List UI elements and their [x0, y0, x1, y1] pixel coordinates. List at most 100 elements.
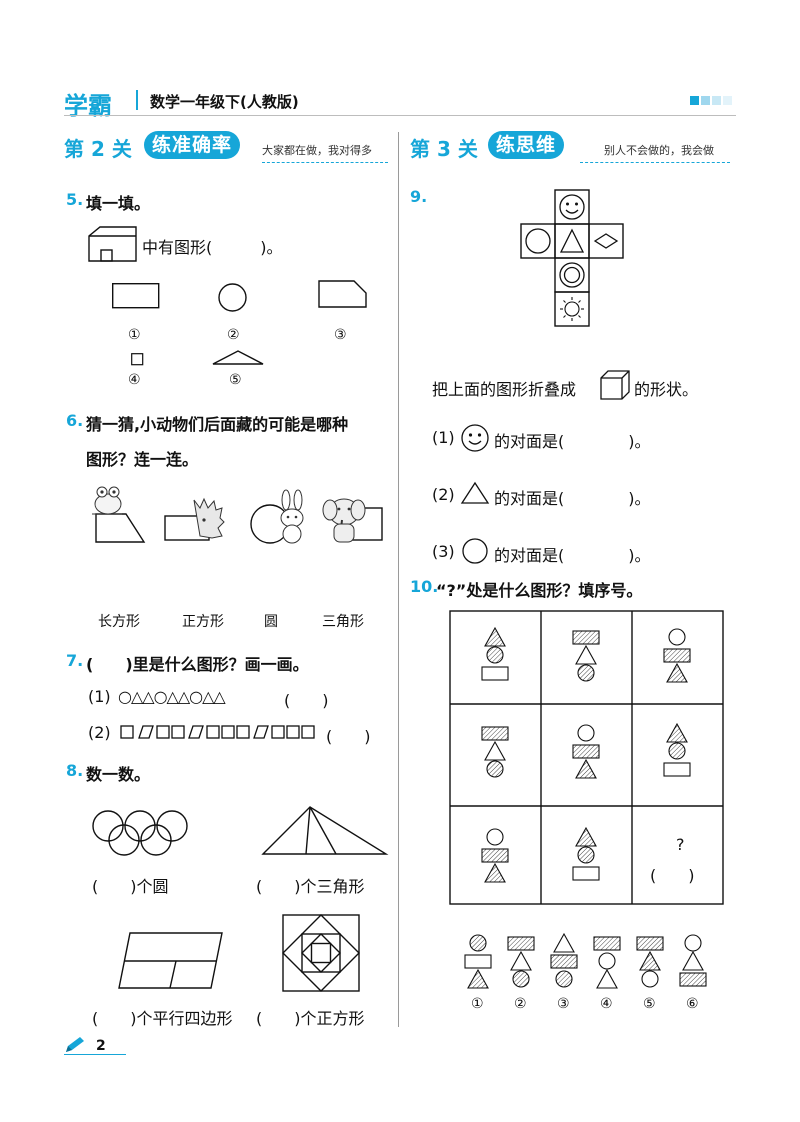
triangle-shape: [467, 968, 489, 989]
circle-shape: [218, 283, 247, 312]
frog-trapezoid: [92, 486, 146, 543]
q7-row1-blank[interactable]: ( ): [284, 691, 329, 710]
q10-option-label-6: ⑥: [686, 996, 699, 1012]
cube-net: [520, 189, 624, 327]
circle-shape: [469, 934, 487, 952]
circle-shape: [641, 970, 659, 988]
triangle-shape: [484, 862, 506, 883]
q6-title-line1: 猜一猜,小动物们后面藏的可能是哪种: [86, 415, 349, 434]
q7-row2-blank[interactable]: ( ): [326, 727, 371, 746]
q10-number: 10.: [410, 577, 439, 596]
q10-answer-blank[interactable]: ( ): [650, 866, 695, 885]
q7-row2-sequence: [120, 725, 315, 739]
q9-item2-text[interactable]: 的对面是( )。: [494, 489, 651, 508]
pencil-icon: [66, 1037, 84, 1052]
header-rule: [64, 115, 736, 116]
option-circle: 圆: [264, 614, 278, 630]
option-triangle: 三角形: [322, 614, 364, 630]
triangle-shape: [575, 758, 597, 779]
triangle-shape: [553, 932, 575, 953]
rectangle-shape: [481, 726, 509, 741]
circle-shape: [512, 970, 530, 988]
diamond-face-icon: [593, 233, 619, 249]
q7-row2-label: (2): [88, 723, 111, 742]
rectangle-shape: [550, 954, 578, 969]
q8-answer-squares[interactable]: ( )个正方形: [256, 1009, 365, 1028]
double-circle-face-icon: [559, 262, 585, 288]
nested-squares-figure: [282, 914, 360, 992]
q7-title: ( )里是什么图形？画一画。: [86, 655, 309, 674]
q5-label-3: ③: [334, 327, 347, 343]
rectangle-shape: [593, 936, 621, 951]
q5-title: 填一填。: [86, 194, 151, 213]
flat-triangle-shape: [212, 350, 264, 365]
circle-shape: [577, 724, 595, 742]
triangle-shape: [575, 644, 597, 665]
circle-shape: [668, 628, 686, 646]
q8-answer-circles[interactable]: ( )个圆: [92, 877, 169, 896]
circle-shape: [577, 664, 595, 682]
triangle-shape: [484, 740, 506, 761]
header-square: [723, 96, 732, 105]
rectangle-shape: [111, 282, 160, 309]
column-divider: [398, 132, 399, 1027]
rectangle-shape: [679, 972, 707, 987]
q8-answer-parallelograms[interactable]: ( )个平行四边形: [92, 1009, 233, 1028]
triangle-figure: [261, 806, 389, 855]
smiley-icon: [461, 424, 489, 452]
q8-answer-triangles[interactable]: ( )个三角形: [256, 877, 365, 896]
q7-row1-label: (1): [88, 687, 111, 706]
rectangle-shape: [663, 648, 691, 663]
elephant-square: [322, 498, 383, 543]
circle-shape: [598, 952, 616, 970]
small-square-shape: [131, 353, 144, 366]
q9-item3-label: (3): [432, 542, 455, 561]
cube-icon: [600, 370, 630, 400]
left-section-slogan: 大家都在做，我对得多: [262, 144, 372, 157]
q5-number: 5.: [66, 190, 84, 209]
option-square: 正方形: [182, 614, 224, 630]
q5-label-1: ①: [128, 327, 141, 343]
circle-shape: [486, 646, 504, 664]
triangle-icon: [460, 481, 490, 504]
q9-item1-text[interactable]: 的对面是( )。: [494, 432, 651, 451]
header-square: [690, 96, 699, 105]
rectangle-shape: [481, 666, 509, 681]
cut-rectangle-shape: [318, 280, 367, 308]
parallelogram-figure: [118, 932, 223, 989]
q10-question-mark: ?: [676, 835, 685, 854]
right-section-slogan: 别人不会做的，我会做: [604, 144, 714, 157]
rectangle-shape: [464, 954, 492, 969]
circle-shape: [684, 934, 702, 952]
q6-title-line2: 图形？连一连。: [86, 450, 199, 469]
book-title: 数学一年级下(人教版): [150, 93, 299, 111]
q9-item3-text[interactable]: 的对面是( )。: [494, 546, 651, 565]
left-section-number: 第 2 关: [64, 137, 132, 161]
circle-shape: [555, 970, 573, 988]
q7-row1-sequence: ○△△○△△○△△: [118, 687, 226, 706]
circle-shape: [668, 742, 686, 760]
hedgehog-rectangle: [164, 497, 225, 541]
rectangle-shape: [636, 936, 664, 951]
q9-fold-text-2: 的形状。: [634, 380, 699, 399]
page-number: 2: [96, 1038, 106, 1054]
brand-divider: [136, 90, 138, 110]
footer-rule: [64, 1054, 126, 1055]
header-square: [712, 96, 721, 105]
q6-number: 6.: [66, 411, 84, 430]
circle-shape: [577, 846, 595, 864]
q10-title: “?”处是什么图形？填序号。: [436, 581, 643, 600]
header-square: [701, 96, 710, 105]
q10-option-label-2: ②: [514, 996, 527, 1012]
right-section-dashline: [580, 162, 730, 163]
rectangle-shape: [572, 744, 600, 759]
q10-puzzle-grid: [449, 610, 724, 905]
smiley-face-icon: [559, 194, 585, 220]
q10-option-label-1: ①: [471, 996, 484, 1012]
triangle-shape: [484, 626, 506, 647]
q10-option-label-3: ③: [557, 996, 570, 1012]
triangle-shape: [575, 826, 597, 847]
left-section-dashline: [262, 162, 388, 163]
q9-fold-text-1: 把上面的图形折叠成: [432, 380, 577, 399]
q10-answer-options: [464, 932, 707, 989]
